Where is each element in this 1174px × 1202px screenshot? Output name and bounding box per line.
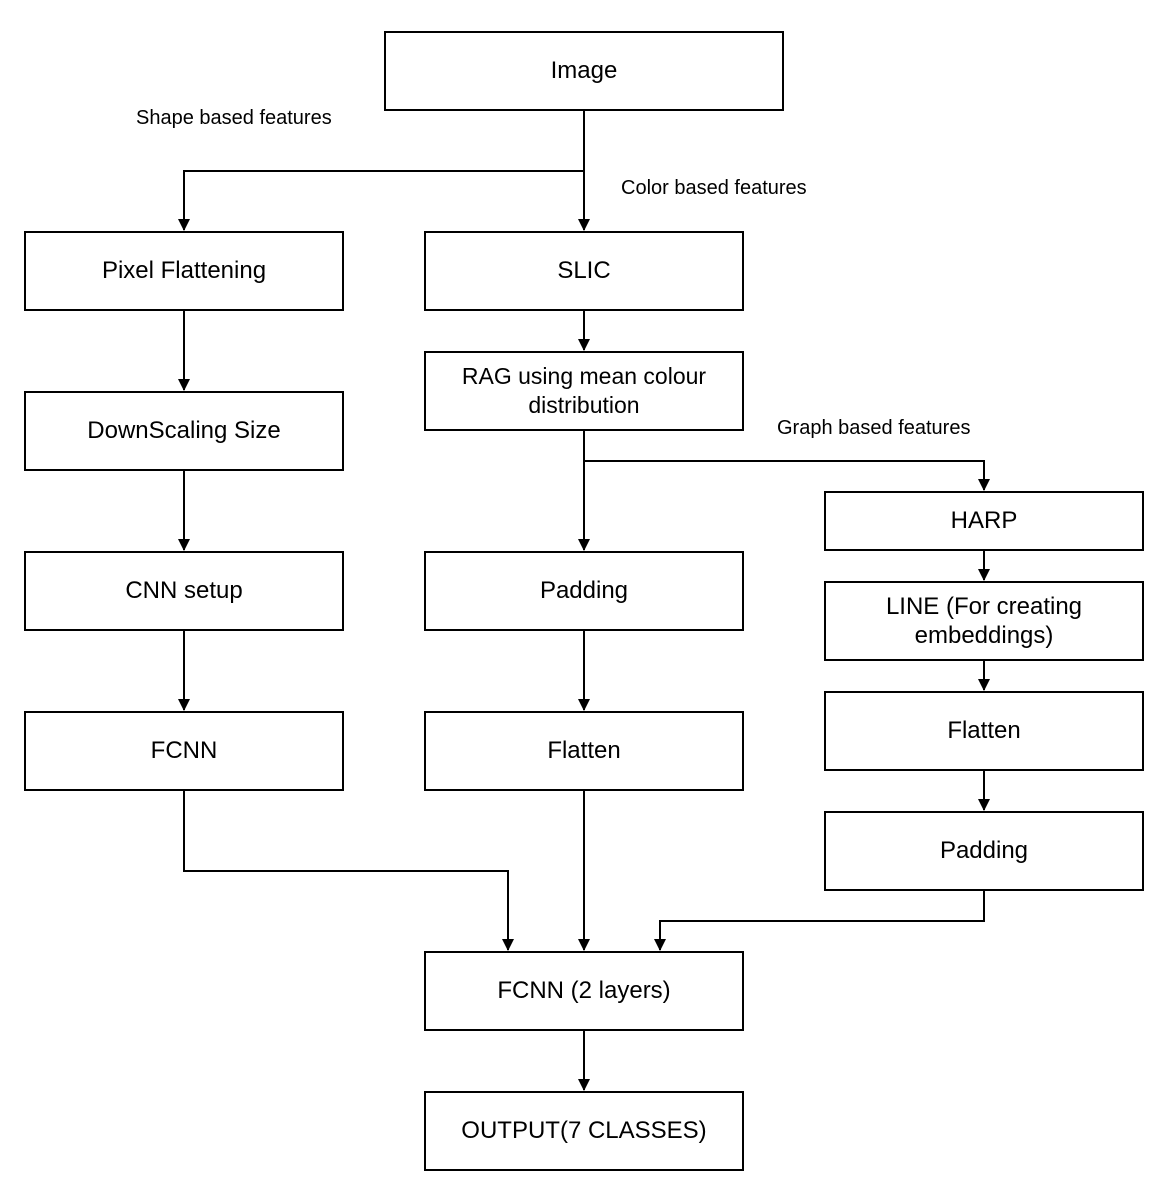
edge-image-to-pixel-flattening [178,170,584,231]
shape-features-label: Shape based features [136,107,332,129]
color-features-label: Color based features [621,177,807,199]
flatten-right-label: Flatten [947,717,1021,744]
padding-middle-node: Padding [424,551,744,631]
edge-rag-to-harp [584,460,990,491]
flatten-middle-node: Flatten [424,711,744,791]
downscaling-size-node: DownScaling Size [24,391,344,471]
fcnn-label: FCNN [150,737,218,764]
output-label: OUTPUT(7 CLASSES) [461,1117,707,1144]
graph-features-label: Graph based features [777,417,971,439]
padding-right-node: Padding [824,811,1144,891]
rag-node: RAG using mean colour distribution [424,351,744,431]
slic-node: SLIC [424,231,744,311]
harp-label: HARP [950,507,1018,534]
output-node: OUTPUT(7 CLASSES) [424,1091,744,1171]
fcnn-2-layers-label: FCNN (2 layers) [497,977,671,1004]
image-node: Image [384,31,784,111]
padding-right-label: Padding [939,837,1029,864]
edge-padding-to-fcnn-2-layers [654,891,985,951]
slic-label: SLIC [557,257,611,284]
edge-fcnn-to-fcnn-2-layers [183,791,514,951]
cnn-setup-label: CNN setup [125,577,243,604]
padding-middle-label: Padding [539,577,629,604]
flatten-middle-label: Flatten [547,737,621,764]
cnn-setup-node: CNN setup [24,551,344,631]
downscaling-size-label: DownScaling Size [87,417,281,444]
harp-node: HARP [824,491,1144,551]
line-label: LINE (For creating embeddings) [885,593,1083,649]
rag-label: RAG using mean colour distribution [461,363,707,418]
fcnn-node: FCNN [24,711,344,791]
flatten-right-node: Flatten [824,691,1144,771]
pixel-flattening-node: Pixel Flattening [24,231,344,311]
image-node-label: Image [550,57,618,84]
pixel-flattening-label: Pixel Flattening [101,257,267,284]
fcnn-2-layers-node: FCNN (2 layers) [424,951,744,1031]
line-node: LINE (For creating embeddings) [824,581,1144,661]
